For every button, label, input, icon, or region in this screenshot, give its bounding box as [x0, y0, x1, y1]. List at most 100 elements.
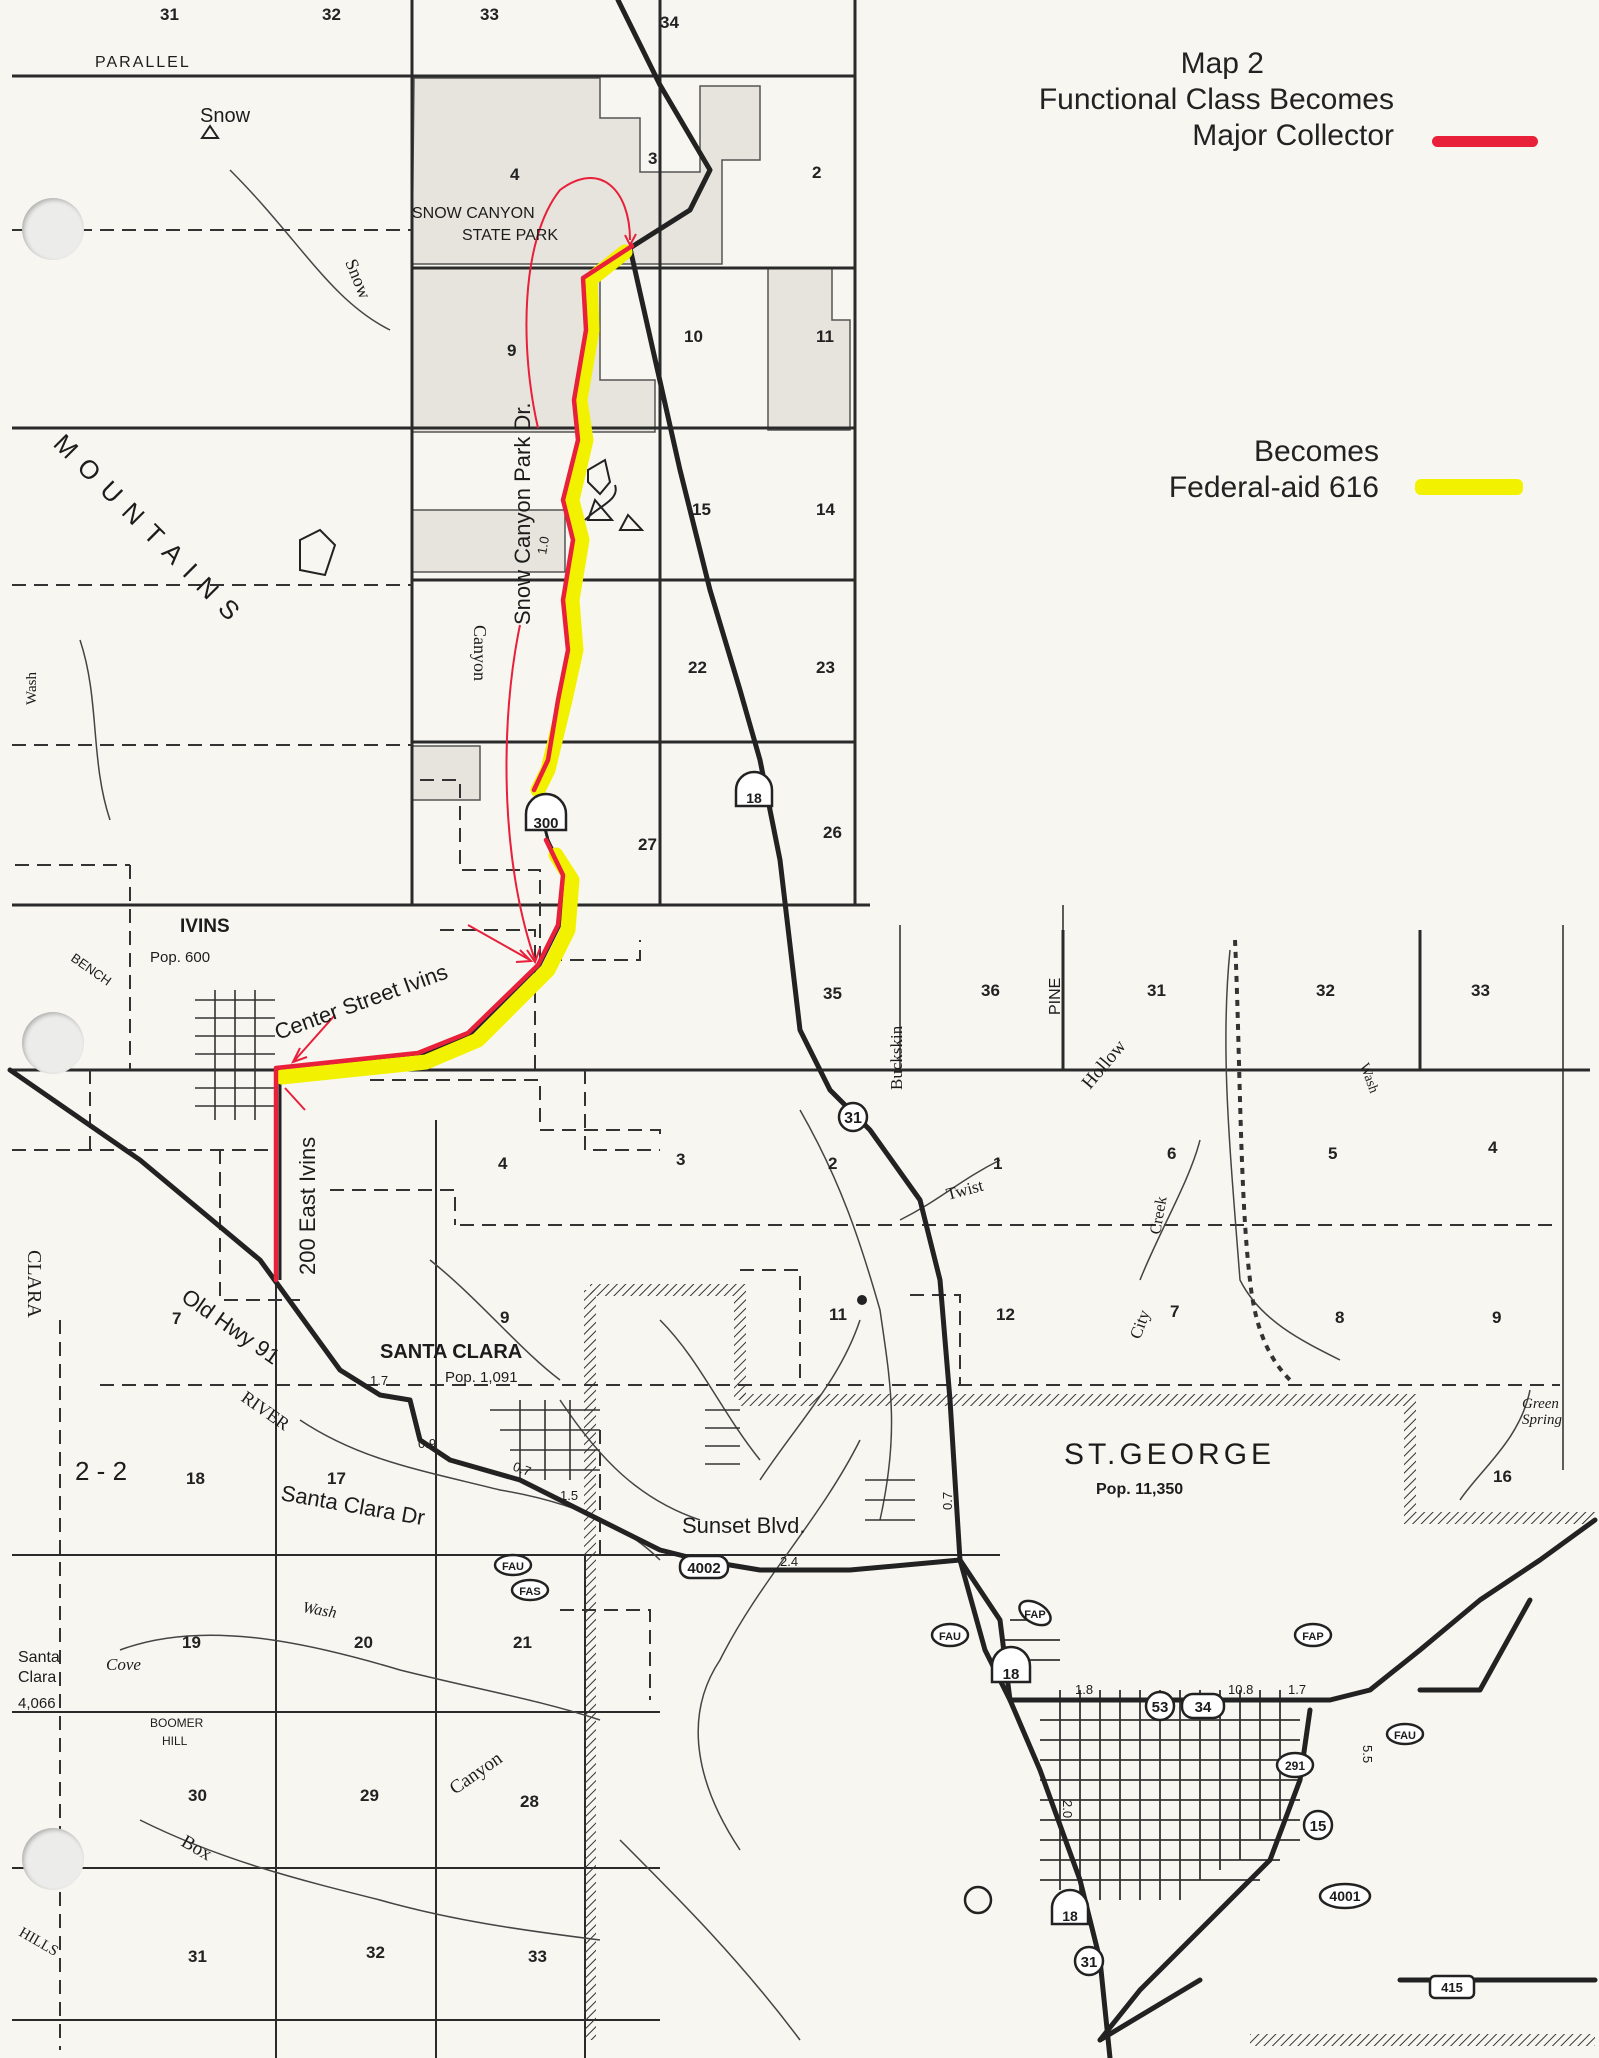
canyon-sw-label: Canyon: [446, 1748, 507, 1799]
st-george-street-grid: [1000, 1619, 1300, 1900]
wash-east-label: Wash: [1356, 1061, 1381, 1095]
route-34-label: 34: [1195, 1699, 1212, 1716]
section-number: 11: [816, 327, 834, 346]
santa-clara-dr-label: Santa Clara Dr: [279, 1480, 427, 1530]
mileage-label: 2.4: [780, 1554, 798, 1569]
route-31-bottom-label: 31: [1081, 1954, 1098, 1971]
box-label: Box: [178, 1831, 216, 1865]
section-number: 5: [1328, 1144, 1337, 1163]
route-shield-numbers: 300 18 31 4002 FAU FAS FAU FAP 18 53 34 …: [502, 790, 1463, 1995]
route-15-shield: [1302, 1809, 1334, 1841]
section-number: 19: [182, 1633, 201, 1652]
mileage-label: 1.0: [534, 535, 552, 555]
mileage-label: 0.9: [418, 1436, 436, 1451]
boomer-hill-label-2: HILL: [162, 1734, 188, 1748]
green-spring-label-2: Spring: [1522, 1412, 1563, 1428]
route-shields: [493, 770, 1476, 2000]
section-number: 32: [322, 5, 341, 24]
section-number: 2: [812, 163, 821, 182]
center-street-ivins-label: Center Street Ivins: [271, 959, 451, 1045]
park-campground-symbols: [584, 458, 645, 531]
section-number: 20: [354, 1633, 373, 1652]
section-number: 3: [676, 1150, 685, 1169]
route-18-bottom-shield: [1050, 1888, 1090, 1926]
route-18-bottom-label: 18: [1062, 1908, 1078, 1924]
route-4001-label: 4001: [1329, 1888, 1360, 1904]
major-collector-highlight: [273, 243, 635, 1283]
route-4002-label: 4002: [687, 1560, 720, 1577]
section-number: 27: [638, 835, 657, 854]
section-number: 32: [1316, 981, 1335, 1000]
mileage-label: 0.7: [940, 1492, 955, 1510]
section-number: 14: [816, 500, 835, 519]
route-18-south-shield: [990, 1645, 1032, 1684]
section-number: 9: [507, 341, 516, 360]
route-291-label: 291: [1285, 1759, 1305, 1773]
santa-clara-sw-pop-label: 4,066: [18, 1695, 56, 1712]
route-53-label: 53: [1152, 1699, 1169, 1716]
hollow-label: Hollow: [1078, 1036, 1131, 1093]
section-number: 35: [823, 984, 842, 1003]
route-4001-shield: [1318, 1882, 1372, 1910]
landmark-dot: [857, 1295, 867, 1305]
parallel-label: PARALLEL: [95, 54, 191, 71]
section-number: 15: [692, 500, 711, 519]
santa-clara-sw-label-1: Santa: [18, 1649, 60, 1666]
section-number: 12: [996, 1305, 1015, 1324]
section-number: 31: [1147, 981, 1166, 1000]
route-291-shield: [1275, 1751, 1315, 1779]
section-number: 31: [188, 1947, 207, 1966]
streams: [79, 169, 1531, 2041]
section-number: 18: [186, 1469, 205, 1488]
section-number: 10: [684, 327, 703, 346]
pine-label: PINE: [1047, 978, 1064, 1015]
ivins-street-grid: [195, 990, 275, 1120]
green-spring-label-1: Green: [1522, 1396, 1559, 1412]
mileage-label: 1.7: [1288, 1682, 1306, 1697]
fau-label-2: FAU: [939, 1631, 961, 1643]
route-31-shield: [837, 1101, 869, 1133]
fau-shield-1: [493, 1553, 533, 1577]
santa-clara-label: SANTA CLARA: [380, 1341, 522, 1363]
snow-peak-label: Snow: [200, 105, 251, 127]
peak-symbol: [200, 124, 220, 139]
map-title: Map 2: [1180, 47, 1264, 80]
section-number: 4: [510, 165, 520, 184]
section-number: 3: [648, 149, 657, 168]
page-ref-label: 2 - 2: [75, 1456, 127, 1486]
section-number: 7: [172, 1309, 181, 1328]
east-ivins-label: 200 East Ivins: [295, 1137, 320, 1275]
section-number: 1: [993, 1154, 1002, 1173]
santa-clara-pop-label: Pop. 1,091: [445, 1369, 518, 1386]
section-number: 34: [660, 13, 679, 32]
river-label: RIVER: [238, 1387, 294, 1434]
airport-symbol: [963, 1885, 993, 1915]
santa-clara-sw-label-2: Clara: [18, 1669, 56, 1686]
section-number: 30: [188, 1786, 207, 1805]
binder-hole: [22, 1012, 84, 1074]
cove-label: Cove: [106, 1655, 141, 1674]
snow-canyon-park-label-1: SNOW CANYON: [412, 205, 535, 222]
route-18-south-label: 18: [1003, 1666, 1020, 1683]
twist-label: Twist: [944, 1176, 985, 1204]
snow-canyon-park-label-2: STATE PARK: [462, 227, 558, 244]
route-31-bottom-shield: [1073, 1945, 1105, 1977]
route-18-north-shield: [734, 770, 774, 808]
mileage-label: 5.5: [1360, 1745, 1375, 1763]
mileage-label: 1.8: [1075, 1682, 1093, 1697]
section-number: 23: [816, 658, 835, 677]
dashed-boundaries: [12, 229, 1560, 2050]
boomer-hill-label-1: BOOMER: [150, 1716, 204, 1730]
section-number: 4: [498, 1154, 508, 1173]
legend-major-collector: Map 2 Functional Class Becomes Major Col…: [1039, 46, 1394, 154]
legend-federal-aid: Becomes Federal-aid 616: [1169, 434, 1379, 506]
section-number: 33: [480, 5, 499, 24]
legend-red-label-1: Functional Class Becomes: [1038, 83, 1394, 116]
route-4002-shield: [678, 1554, 730, 1580]
fap-label-1: FAP: [1024, 1609, 1045, 1621]
section-number: 26: [823, 823, 842, 842]
binder-hole: [22, 1828, 84, 1890]
fas-shield: [510, 1578, 550, 1602]
section-number: 36: [981, 981, 1000, 1000]
